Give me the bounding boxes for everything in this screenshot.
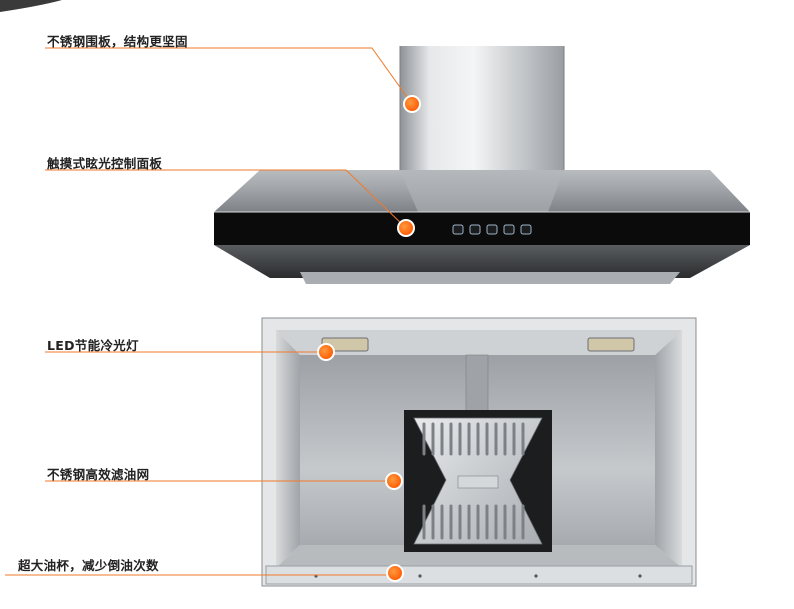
callout-label-filter: 不锈钢高效滤油网 [47, 467, 150, 482]
callout-line-panel [45, 47, 413, 105]
hood-bottom-rail [300, 272, 680, 284]
callout-dot-filter [385, 472, 403, 490]
touch-button-icon [503, 224, 515, 235]
callout-dot-led [317, 343, 335, 361]
touch-control-buttons [452, 224, 532, 235]
callout-lines [5, 47, 413, 576]
chimney-cover [400, 46, 564, 170]
callout-label-panel: 不锈钢围板，结构更坚固 [47, 34, 188, 49]
hood-underside [214, 245, 750, 278]
oil-tray-floor [276, 545, 682, 568]
interior-left-wall [276, 330, 300, 568]
hood-exterior [214, 46, 750, 284]
callout-label-touch: 触摸式眩光控制面板 [47, 156, 163, 171]
callout-dots [317, 95, 421, 582]
interior-right-wall [655, 330, 682, 568]
led-light-right [587, 337, 635, 352]
callout-dot-cup [386, 564, 404, 582]
touch-button-icon [486, 224, 498, 235]
callout-label-led: LED节能冷光灯 [47, 338, 139, 353]
callout-label-cup: 超大油杯，减少倒油次数 [18, 558, 159, 573]
touch-button-icon [469, 224, 481, 235]
callout-dot-touch [397, 219, 415, 237]
top-corner-fragment [0, 0, 62, 12]
glass-front-panel [214, 212, 750, 245]
center-duct-strip [465, 354, 489, 416]
touch-button-icon [452, 224, 464, 235]
hood-interior [261, 317, 697, 587]
touch-button-icon [520, 224, 532, 235]
interior-ceiling [276, 330, 682, 355]
oil-filter-mesh [404, 410, 552, 552]
callout-dot-panel [403, 95, 421, 113]
callout-line-touch [45, 169, 407, 229]
